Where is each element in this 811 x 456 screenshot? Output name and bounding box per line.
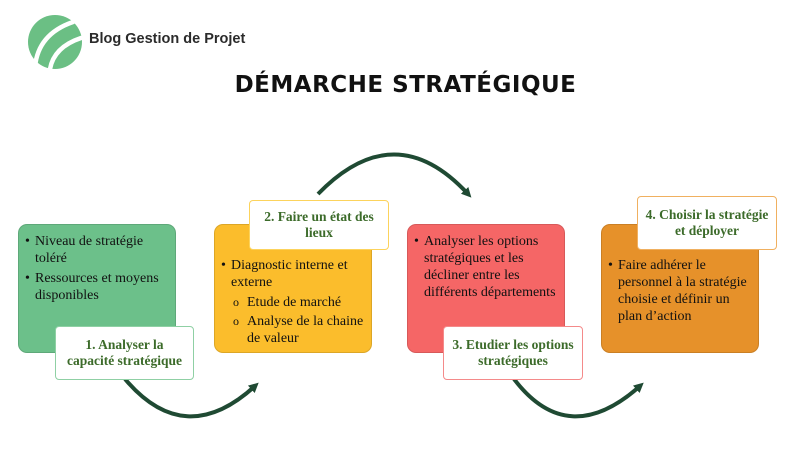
brand-name: Blog Gestion de Projet (89, 31, 246, 47)
step-1-item-1: Niveau de stratégie toléré (25, 233, 169, 267)
arrow-1-to-2 (123, 377, 259, 419)
step-4-label: 4. Choisir la stratégie et déployer (637, 196, 777, 250)
step-3-item-1: Analyser les options stratégiques et les… (414, 233, 558, 301)
step-1-item-2: Ressources et moyens disponibles (25, 270, 169, 304)
step-1-label: 1. Analyser la capacité stratégique (55, 326, 194, 380)
arrow-3-to-4 (512, 377, 644, 419)
step-2-item-1: Diagnostic interne et externe (221, 257, 365, 291)
step-3-label: 3. Etudier les options stratégiques (443, 326, 583, 380)
step-4-item-1: Faire adhérer le personnel à la stratégi… (608, 257, 752, 325)
step-2-subitem-1: Etude de marché (221, 294, 365, 311)
brand-logo-icon (28, 15, 84, 70)
page-title: DÉMARCHE STRATÉGIQUE (234, 72, 577, 98)
arrow-2-to-3 (316, 152, 472, 198)
step-2-subitem-2: Analyse de la chaine de valeur (221, 313, 365, 347)
step-2-label: 2. Faire un état des lieux (249, 200, 389, 250)
